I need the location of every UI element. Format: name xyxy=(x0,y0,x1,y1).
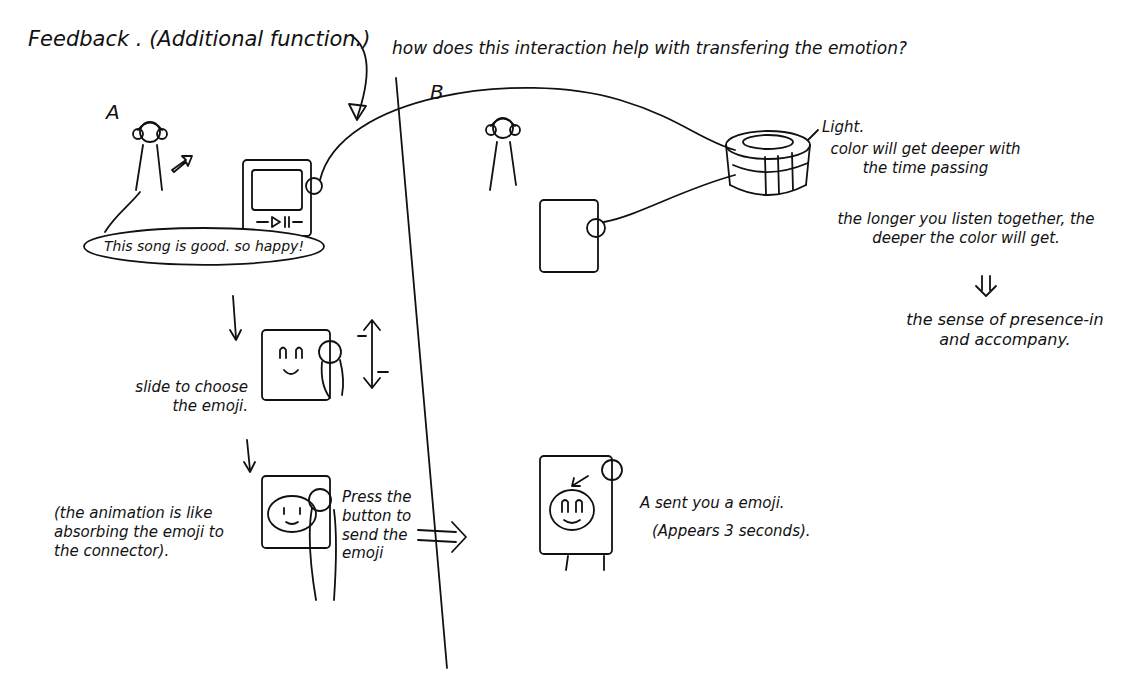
flow-arrow xyxy=(247,440,250,470)
question-note: how does this interaction help with tran… xyxy=(392,38,907,59)
sketch-title: Feedback . (Additional function.) xyxy=(28,26,371,52)
part-name: Light. xyxy=(822,118,864,137)
double-down-arrow xyxy=(976,276,996,296)
arrow-head xyxy=(244,462,255,472)
meaning-note: the sense of presence-in and accompany. xyxy=(900,310,1110,350)
emoji-device xyxy=(540,456,622,570)
light-note: the longer you listen together, the deep… xyxy=(826,210,1106,248)
speech-bubble: This song is good. so happy! xyxy=(82,226,326,267)
user-letter: B xyxy=(430,80,444,105)
light-note: color will get deeper with the time pass… xyxy=(818,140,1033,178)
flow-arrow xyxy=(233,296,236,338)
speech-text: This song is good. so happy! xyxy=(104,238,304,255)
user-letter: A xyxy=(106,100,120,125)
double-right-arrow xyxy=(418,522,466,552)
music-device xyxy=(540,175,735,272)
arrow-head xyxy=(230,330,241,340)
light-lamp xyxy=(726,130,818,195)
divider-line xyxy=(396,78,447,668)
music-device xyxy=(243,160,322,236)
step-note: Press the button to send the emoji xyxy=(342,488,424,563)
person-a xyxy=(133,122,192,190)
message-note: A sent you a emoji. xyxy=(640,494,785,513)
person-b xyxy=(486,118,520,190)
duration-note: (Appears 3 seconds). xyxy=(652,522,811,541)
animation-note: (the animation is like absorbing the emo… xyxy=(54,504,232,560)
bubble-shape xyxy=(84,228,324,265)
arrow-head xyxy=(349,104,366,120)
connector-cable xyxy=(320,88,735,180)
emoji-device xyxy=(262,476,336,600)
step-note: slide to choose the emoji. xyxy=(120,378,248,416)
emoji-device xyxy=(262,320,388,400)
bubble-tail xyxy=(105,192,140,232)
